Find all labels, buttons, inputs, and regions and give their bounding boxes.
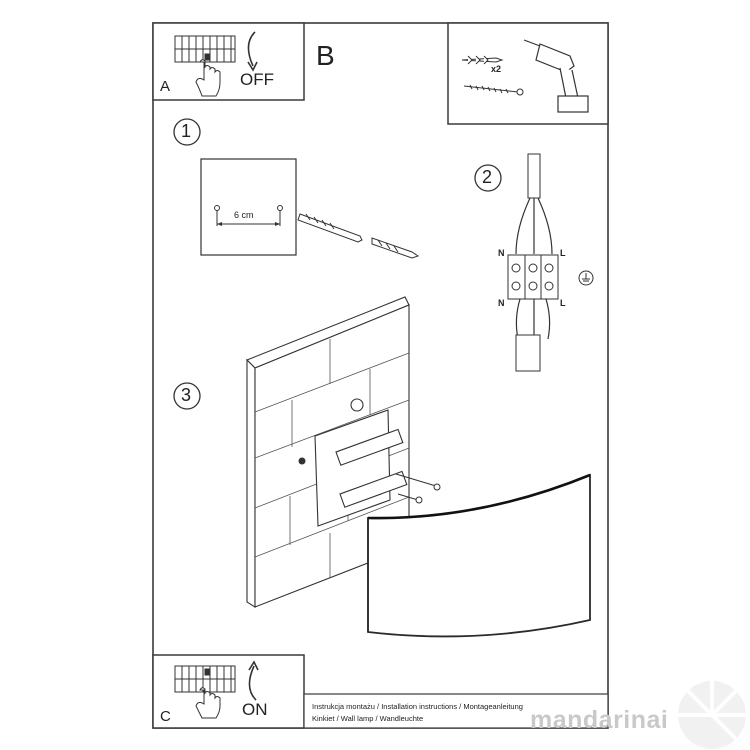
wire-label-l-top: L — [560, 248, 566, 258]
cable-sheath — [527, 153, 541, 199]
footer-line-1: Instrukcja montażu / Installation instru… — [312, 702, 523, 711]
rotate-up-arrow-icon — [248, 665, 257, 701]
drill-icon — [523, 39, 589, 113]
wall-plug-icon — [461, 55, 504, 65]
step-2-wiring — [474, 153, 594, 372]
panel-a-action-label: OFF — [240, 70, 274, 89]
step-1-badge — [173, 118, 201, 146]
wires-bottom — [515, 298, 551, 340]
terminal-block — [507, 254, 559, 300]
step-2-number: 2 — [482, 167, 493, 187]
quantity-label: x2 — [491, 64, 502, 74]
wire-label-n-top: N — [498, 248, 505, 258]
hand-pointer-icon — [195, 687, 221, 719]
footer-box — [303, 693, 609, 729]
distance-label: 6 cm — [234, 210, 254, 220]
drill-bit-icon — [297, 213, 420, 259]
step-2-badge — [474, 164, 502, 192]
step-3-mounting — [173, 296, 591, 638]
screw-icon — [463, 84, 524, 96]
wire-label-l-bottom: L — [560, 298, 566, 308]
footer-line-2: Kinkiet / Wall lamp / Wandleuchte — [312, 714, 424, 723]
panel-c-action-label: ON — [242, 700, 268, 719]
breaker-box-icon — [174, 35, 236, 63]
panel-c — [152, 654, 305, 729]
citrus-watermark-icon — [678, 681, 746, 749]
panel-c-letter: C — [160, 708, 171, 725]
watermark-text: mandarinai — [530, 706, 669, 734]
panel-b-tools — [447, 22, 609, 125]
panel-b-letter: B — [316, 40, 335, 71]
step-3-badge — [173, 382, 201, 410]
rotate-down-arrow-icon — [247, 31, 256, 67]
panel-a-letter: A — [160, 78, 171, 95]
step-1-diagram — [173, 118, 420, 259]
lamp-cable — [515, 334, 541, 372]
step-3-number: 3 — [181, 385, 192, 405]
wires-top — [515, 197, 553, 255]
ground-icon — [578, 270, 594, 286]
mounting-bracket — [314, 398, 408, 527]
screw-icon — [298, 457, 441, 504]
wire-label-n-bottom: N — [498, 298, 505, 308]
step-1-number: 1 — [181, 121, 192, 141]
panel-a — [152, 22, 305, 101]
hand-pointer-icon — [195, 59, 221, 97]
